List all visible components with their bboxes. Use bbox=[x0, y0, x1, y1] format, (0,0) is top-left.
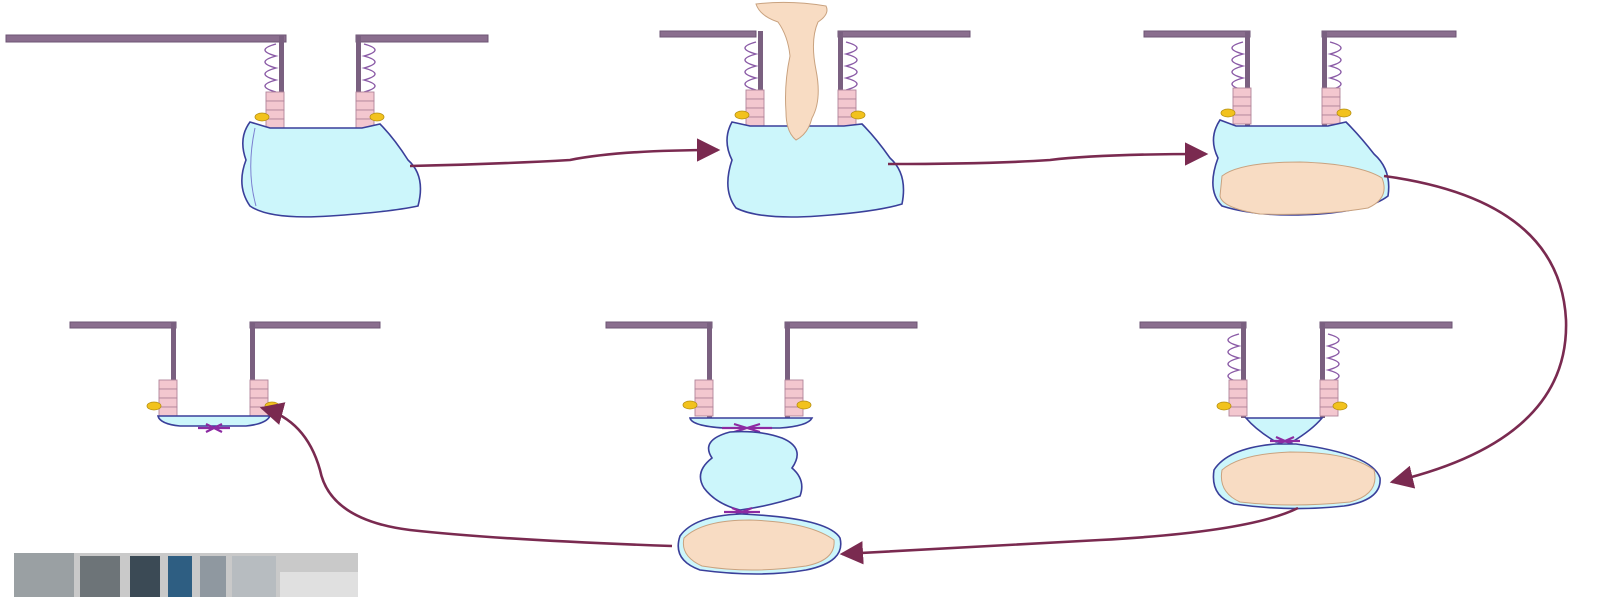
bag-pleat-right bbox=[364, 44, 375, 92]
sealed-bag-stub bbox=[158, 416, 270, 426]
empty-bag bbox=[727, 122, 904, 217]
o-ring-left bbox=[255, 113, 269, 121]
glovebox-wall-left bbox=[70, 322, 176, 328]
glovebox-wall-right bbox=[838, 31, 970, 37]
bag-pleat-right bbox=[1330, 42, 1341, 90]
bag-pleat-right bbox=[846, 42, 857, 90]
clamp-right bbox=[1322, 88, 1340, 124]
glovebox-wall-right bbox=[250, 322, 380, 328]
glovebox-wall-right bbox=[356, 35, 488, 42]
glovebox-wall-left bbox=[6, 35, 286, 42]
waste-contents bbox=[1221, 452, 1375, 505]
o-ring-left bbox=[147, 402, 161, 410]
bag-neck-section bbox=[700, 432, 801, 510]
clamp-left bbox=[1233, 88, 1251, 124]
waste-contents bbox=[1220, 162, 1384, 214]
bag-pleat-left bbox=[745, 42, 756, 90]
equipment-photo-thumbnail bbox=[14, 553, 358, 597]
bag-pleat-left bbox=[1232, 42, 1243, 90]
step-1-empty-bag bbox=[6, 35, 488, 217]
clamp-left bbox=[159, 380, 177, 416]
clamp-left bbox=[1229, 380, 1247, 416]
clamp-right bbox=[1320, 380, 1338, 416]
bag-neck bbox=[1246, 418, 1322, 442]
o-ring-left bbox=[735, 111, 749, 119]
glovebox-wall-left bbox=[1140, 322, 1246, 328]
glovebox-wall-left bbox=[660, 31, 756, 37]
clamp-right bbox=[356, 92, 374, 128]
arrow-step5-to-step6 bbox=[262, 408, 672, 546]
o-ring-right bbox=[1337, 109, 1351, 117]
clamp-left bbox=[266, 92, 284, 128]
o-ring-right bbox=[797, 401, 811, 409]
step-5-double-tie bbox=[606, 322, 917, 574]
arrow-step2-to-step3 bbox=[888, 154, 1206, 164]
clamp-right bbox=[250, 380, 268, 416]
clamp-right bbox=[785, 380, 803, 416]
glovebox-wall-right bbox=[1322, 31, 1456, 37]
o-ring-right bbox=[370, 113, 384, 121]
step-4-bag-tied bbox=[1140, 322, 1452, 509]
arrow-step4-to-step5 bbox=[842, 508, 1298, 554]
bag-pleat-right bbox=[1328, 334, 1339, 382]
arrow-step1-to-step2 bbox=[410, 150, 718, 166]
bag-pleat-left bbox=[1228, 334, 1239, 382]
glovebox-wall-left bbox=[606, 322, 712, 328]
glovebox-wall-left bbox=[1144, 31, 1250, 37]
o-ring-left bbox=[1217, 402, 1231, 410]
o-ring-right bbox=[851, 111, 865, 119]
step-6-port-sealed bbox=[70, 322, 380, 432]
o-ring-left bbox=[683, 401, 697, 409]
waste-item-falling bbox=[756, 2, 827, 140]
glovebox-wall-right bbox=[785, 322, 917, 328]
clamp-right bbox=[838, 90, 856, 126]
empty-bag bbox=[242, 122, 421, 217]
clamp-left bbox=[746, 90, 764, 126]
glovebox-wall-right bbox=[1320, 322, 1452, 328]
arrow-step3-to-step4 bbox=[1384, 176, 1566, 482]
step-2-waste-insertion bbox=[660, 2, 970, 217]
clamp-left bbox=[695, 380, 713, 416]
step-3-bag-filled bbox=[1144, 31, 1456, 215]
o-ring-left bbox=[1221, 109, 1235, 117]
o-ring-right bbox=[1333, 402, 1347, 410]
bag-pleat-left bbox=[265, 44, 276, 92]
